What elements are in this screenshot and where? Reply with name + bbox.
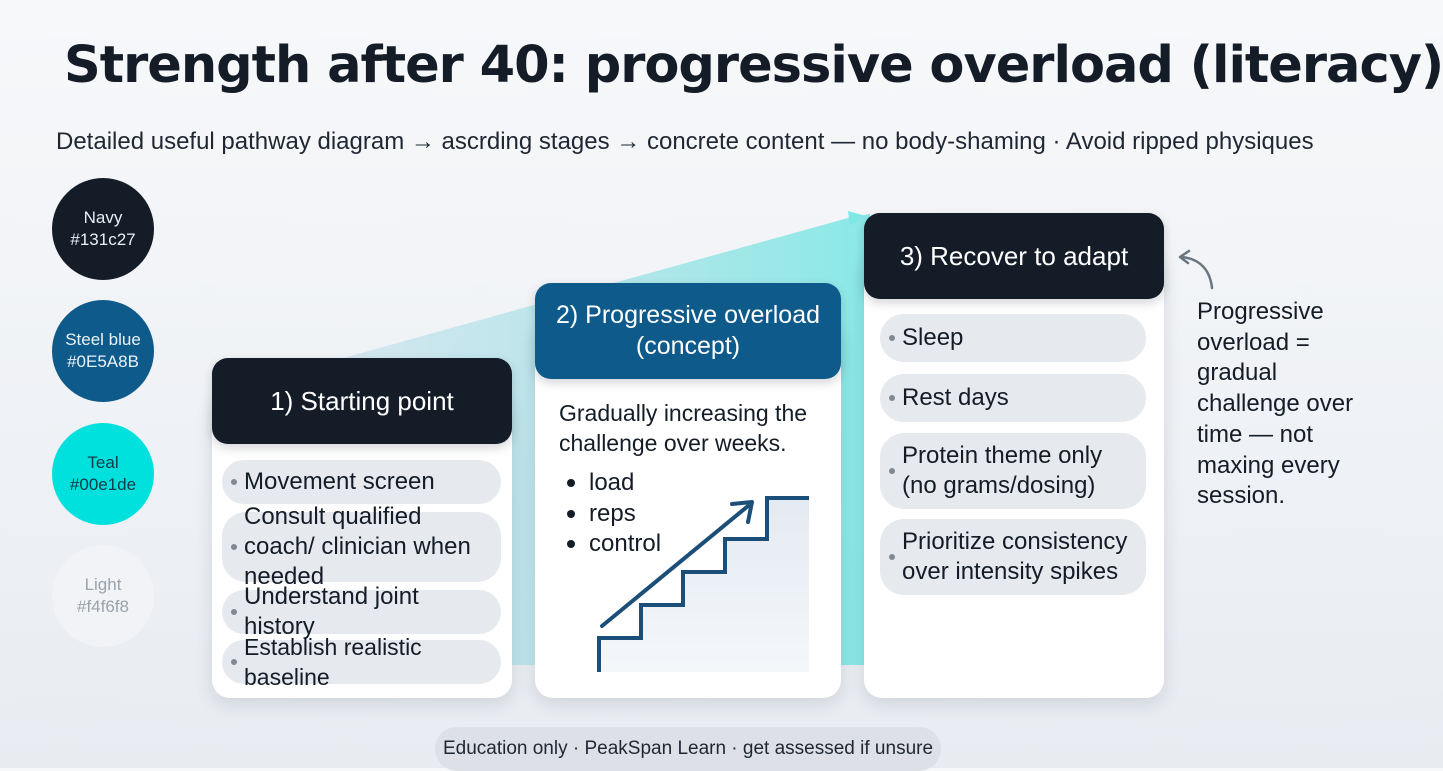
stage-3-heading: 3) Recover to adapt xyxy=(864,213,1164,299)
swatch-hex: #f4f6f8 xyxy=(77,597,129,616)
pointer-arrow-icon xyxy=(1178,249,1214,290)
stage-2-bullet: control xyxy=(567,529,661,560)
stage-2-bullet-list: load reps control xyxy=(567,468,661,560)
stage-1-heading: 1) Starting point xyxy=(212,358,512,444)
page-subtitle: Detailed useful pathway diagram → ascrdi… xyxy=(56,128,1314,155)
stage-3-item: Rest days xyxy=(880,374,1146,422)
swatch-hex: #00e1de xyxy=(69,475,137,494)
stage-2-bullet: load xyxy=(567,468,661,499)
stage-2-bullet: reps xyxy=(567,499,661,530)
swatch-name: Steel blue xyxy=(65,330,141,349)
swatch-hex: #131c27 xyxy=(70,230,136,249)
stage-1-item: Understand joint history xyxy=(222,583,501,640)
swatch-hex: #0E5A8B xyxy=(67,352,139,371)
stage-3-item: Protein theme only (no grams/dosing) xyxy=(880,433,1146,509)
swatch-light: Light #f4f6f8 xyxy=(52,545,154,647)
swatch-name: Light xyxy=(84,575,122,594)
swatch-name: Teal xyxy=(87,453,119,472)
stage-1-item: Establish realistic baseline xyxy=(222,634,501,690)
footer-disclaimer: Education only · PeakSpan Learn · get as… xyxy=(435,727,941,771)
stage-2-heading: 2) Progressive overload (concept) xyxy=(535,283,841,379)
stage-2-description: Gradually increasing the challenge over … xyxy=(559,400,808,456)
stage-3-item: Prioritize consistency over intensity sp… xyxy=(880,519,1146,595)
ascending-stairs-arrow-icon xyxy=(597,496,809,672)
stage-3-item: Sleep xyxy=(880,314,1146,362)
side-note: Progressive overload = gradual challenge… xyxy=(1197,298,1354,510)
stage-1-item: Consult qualified coach/ clinician when … xyxy=(222,503,501,590)
stage-1-item: Movement screen xyxy=(222,460,501,504)
swatch-navy: Navy #131c27 xyxy=(52,178,154,280)
swatch-name: Navy xyxy=(83,208,123,227)
page-title: Strength after 40: progressive overload … xyxy=(64,36,1443,95)
swatch-teal: Teal #00e1de xyxy=(52,423,154,525)
swatch-steel-blue: Steel blue #0E5A8B xyxy=(52,300,154,402)
stage-2-heading-text: 2) Progressive overload (concept) xyxy=(555,301,820,360)
